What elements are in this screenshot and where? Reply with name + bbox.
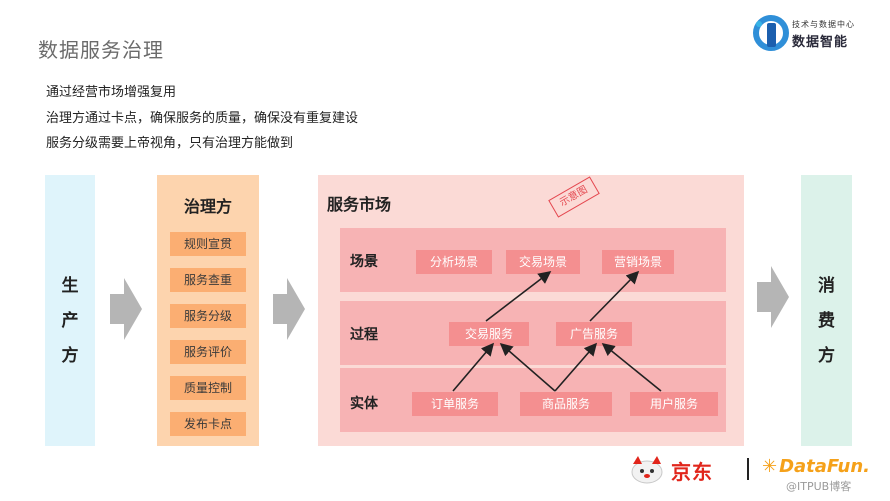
service-box: 交易服务 (449, 322, 529, 346)
entity-band: 实体 订单服务 商品服务 用户服务 (340, 368, 726, 432)
service-box: 交易场景 (506, 250, 580, 274)
watermark: @ITPUB博客 (786, 480, 852, 493)
service-box: 广告服务 (556, 322, 632, 346)
governance-item: 质量控制 (170, 376, 246, 400)
brand-tagline: 技术与数据中心 (792, 20, 855, 29)
flow-arrow-icon (273, 278, 305, 340)
governance-title: 治理方 (183, 197, 232, 216)
bullet-item: 通过经营市场增强复用 (46, 85, 177, 100)
brand-logo: 技术与数据中心 数据智能 (752, 14, 882, 54)
datafun-logo-text: DataFun. (779, 456, 870, 477)
footer-divider (747, 458, 749, 480)
bullet-list: 通过经营市场增强复用 治理方通过卡点，确保服务的质量，确保没有重复建设 服务分级… (46, 80, 358, 157)
flow-arrow-icon (110, 278, 142, 340)
flow-arrow-icon (757, 266, 789, 328)
consumer-char: 方 (818, 346, 835, 366)
datafun-logo: ✳DataFun. (762, 456, 870, 477)
datafun-spark-icon: ✳ (762, 456, 778, 477)
consumer-char: 消 (818, 276, 835, 296)
jd-logo-text: 京东 (671, 460, 713, 484)
jd-dog-icon (631, 456, 663, 484)
governance-box: 治理方 规则宣贯 服务查重 服务分级 服务评价 质量控制 发布卡点 (157, 175, 259, 446)
market-title: 服务市场 (327, 195, 392, 214)
service-box: 分析场景 (416, 250, 492, 274)
governance-item: 服务评价 (170, 340, 246, 364)
consumer-char: 费 (818, 311, 835, 331)
governance-item: 发布卡点 (170, 412, 246, 436)
governance-item: 规则宣贯 (170, 232, 246, 256)
service-market-box: 服务市场 示意图 场景 分析场景 交易场景 营销场景 过程 交易服务 广告服务 … (318, 175, 744, 446)
band-label: 场景 (350, 254, 378, 270)
producer-char: 生 (61, 276, 79, 296)
producer-char: 产 (61, 311, 79, 331)
band-label: 实体 (350, 396, 378, 412)
scenario-band: 场景 分析场景 交易场景 营销场景 (340, 228, 726, 292)
brand-name: 数据智能 (792, 35, 849, 50)
consumer-box: 消 费 方 (801, 175, 852, 446)
page-title: 数据服务治理 (38, 38, 164, 62)
jd-logo: 京东 (627, 452, 737, 488)
service-box: 订单服务 (412, 392, 498, 416)
band-label: 过程 (350, 327, 378, 343)
sample-stamp: 示意图 (548, 176, 600, 218)
governance-item: 服务分级 (170, 304, 246, 328)
bullet-item: 服务分级需要上帝视角，只有治理方能做到 (46, 136, 294, 151)
bullet-item: 治理方通过卡点，确保服务的质量，确保没有重复建设 (46, 110, 359, 126)
service-box: 营销场景 (602, 250, 674, 274)
service-box: 商品服务 (520, 392, 612, 416)
producer-box: 生 产 方 (45, 175, 95, 446)
process-band: 过程 交易服务 广告服务 (340, 301, 726, 365)
data-intelligence-logo-icon (753, 15, 789, 51)
producer-char: 方 (61, 346, 79, 366)
governance-item: 服务查重 (170, 268, 246, 292)
service-box: 用户服务 (630, 392, 718, 416)
